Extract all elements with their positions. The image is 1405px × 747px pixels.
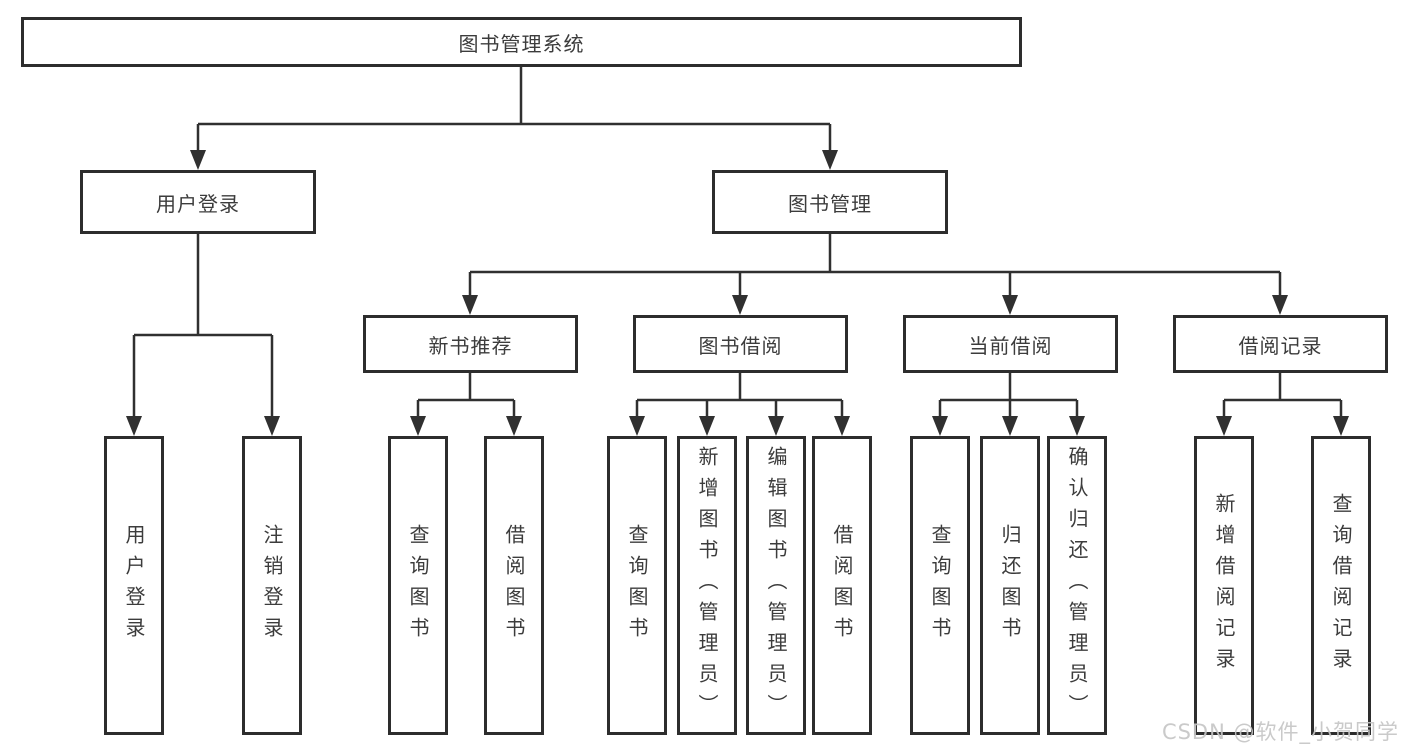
node-label: 查询图书 xyxy=(928,523,952,648)
leaf-confirm-return-admin: 确认归还（管理员） xyxy=(1047,436,1107,735)
leaf-add-borrow-record: 新增借阅记录 xyxy=(1194,436,1254,735)
leaf-borrow-books-recommend: 借阅图书 xyxy=(484,436,544,735)
node-new-book-recommend: 新书推荐 xyxy=(363,315,578,373)
node-label: 当前借阅 xyxy=(968,333,1053,358)
node-user-login: 用户登录 xyxy=(80,170,316,234)
csdn-watermark: CSDN @软件_小贺同学 xyxy=(1161,720,1399,744)
node-label: 用户登录 xyxy=(122,523,146,648)
node-label: 查询图书 xyxy=(406,523,430,648)
node-label: 注销登录 xyxy=(260,523,284,648)
node-label: 新增图书（管理员） xyxy=(695,446,719,725)
node-borrow-records: 借阅记录 xyxy=(1173,315,1388,373)
node-label: 借阅图书 xyxy=(830,523,854,648)
leaf-edit-books-admin: 编辑图书（管理员） xyxy=(746,436,806,735)
leaf-user-login: 用户登录 xyxy=(104,436,164,735)
node-label: 借阅记录 xyxy=(1238,333,1323,358)
node-label: 查询借阅记录 xyxy=(1329,492,1353,679)
leaf-query-books-borrow: 查询图书 xyxy=(607,436,667,735)
node-label: 图书借阅 xyxy=(698,333,783,358)
node-label: 编辑图书（管理员） xyxy=(764,446,788,725)
node-book-borrow: 图书借阅 xyxy=(633,315,848,373)
node-book-management: 图书管理 xyxy=(712,170,948,234)
node-label: 新书推荐 xyxy=(428,333,513,358)
leaf-borrow-books: 借阅图书 xyxy=(812,436,872,735)
node-label: 用户登录 xyxy=(156,191,240,216)
leaf-logout: 注销登录 xyxy=(242,436,302,735)
leaf-query-books-recommend: 查询图书 xyxy=(388,436,448,735)
leaf-query-books-current: 查询图书 xyxy=(910,436,970,735)
node-label: 查询图书 xyxy=(625,523,649,648)
node-label: 图书管理 xyxy=(788,191,872,216)
tree-edges xyxy=(132,67,1343,418)
node-current-borrow: 当前借阅 xyxy=(903,315,1118,373)
arrowhead-icons xyxy=(126,150,1349,436)
node-label: 图书管理系统 xyxy=(458,31,585,56)
leaf-add-books-admin: 新增图书（管理员） xyxy=(677,436,737,735)
node-label: 借阅图书 xyxy=(502,523,526,648)
node-label: 新增借阅记录 xyxy=(1212,492,1236,679)
node-system-root: 图书管理系统 xyxy=(21,17,1022,67)
node-label: 确认归还（管理员） xyxy=(1065,446,1089,725)
node-label: 归还图书 xyxy=(998,523,1022,648)
leaf-return-books: 归还图书 xyxy=(980,436,1040,735)
leaf-query-borrow-record: 查询借阅记录 xyxy=(1311,436,1371,735)
